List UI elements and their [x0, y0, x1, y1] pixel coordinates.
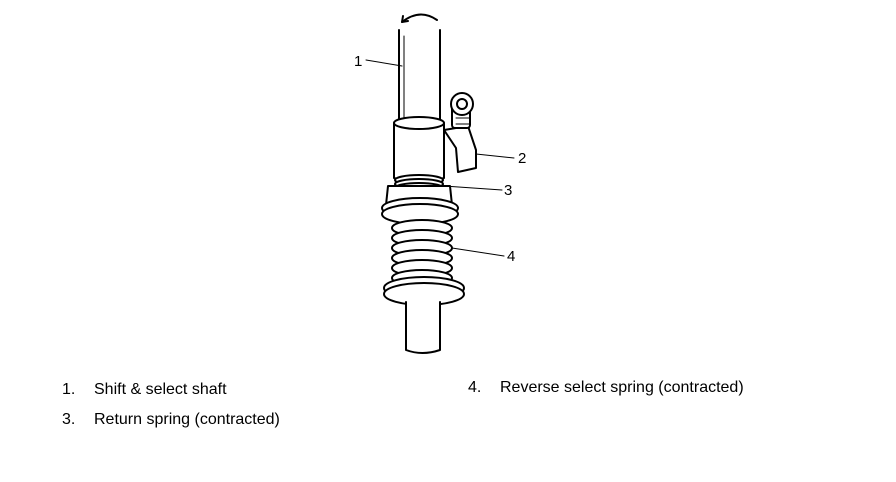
rotation-arrow-icon [401, 13, 438, 23]
legend-item-4: 4. Reverse select spring (contracted) [468, 379, 744, 397]
legend-label: Shift & select shaft [94, 381, 227, 398]
legend-label: Reverse select spring (contracted) [500, 379, 744, 396]
callout-1: 1 [354, 53, 362, 70]
selector-bracket [393, 92, 477, 183]
leader-line-3 [443, 185, 503, 191]
callout-4: 4 [507, 248, 515, 265]
callout-3: 3 [504, 182, 512, 199]
legend-label: Return spring (contracted) [94, 411, 280, 428]
leader-line-4 [451, 247, 505, 257]
shift-shaft-diagram: 1 2 3 4 [354, 13, 526, 354]
spring-guide [381, 185, 459, 225]
legend-number: 3. [62, 411, 76, 428]
lower-flange [383, 276, 465, 306]
shift-select-shaft [398, 29, 441, 121]
lower-shaft [405, 301, 441, 354]
leader-line-1 [365, 59, 403, 67]
leader-line-2 [475, 153, 515, 159]
legend-number: 1. [62, 381, 76, 398]
callout-2: 2 [518, 150, 526, 167]
legend-item-3: 3. Return spring (contracted) [62, 411, 280, 429]
legend-item-1: 1. Shift & select shaft [62, 381, 227, 399]
legend-number: 4. [468, 379, 482, 396]
